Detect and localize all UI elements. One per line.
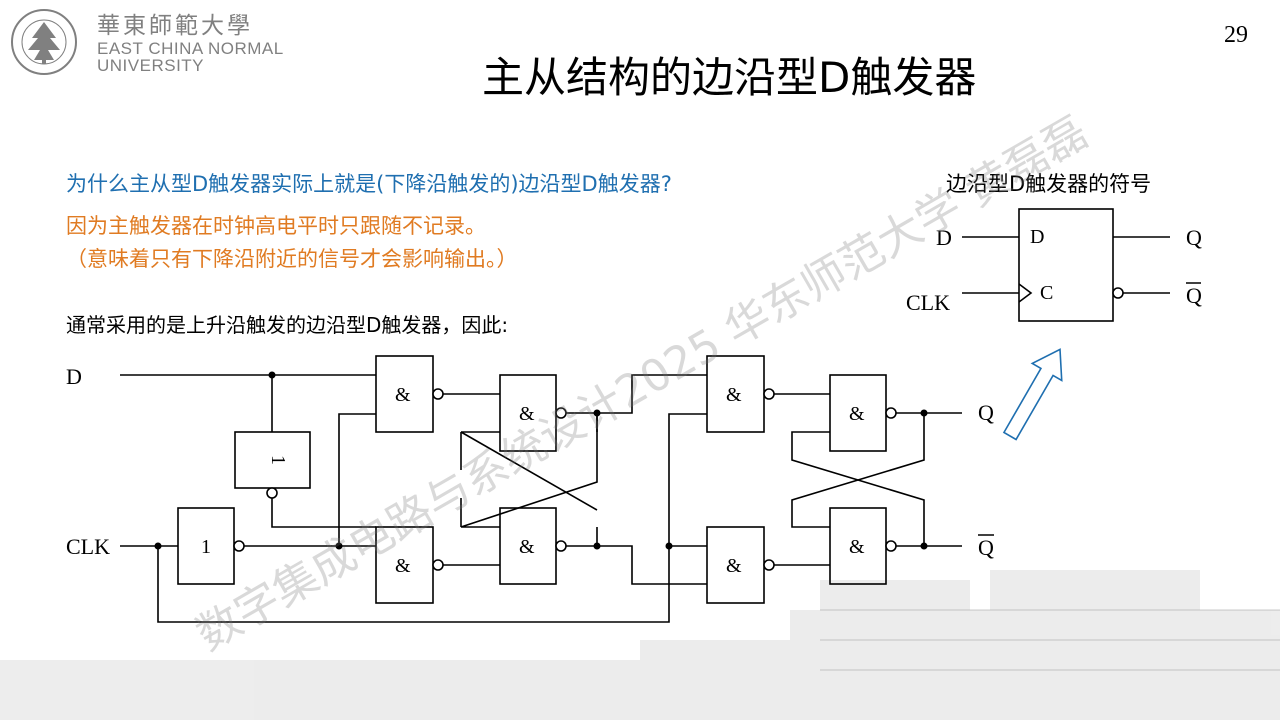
symbol-pin-d-label: D <box>1030 226 1044 248</box>
gate-label: & <box>726 384 742 406</box>
university-logo <box>8 6 298 78</box>
answer-text-line1: 因为主触发器在时钟高电平时只跟随不记录。 <box>66 214 486 238</box>
inverter-label: 1 <box>267 455 289 465</box>
circuit-output-q-label: Q <box>978 400 994 425</box>
question-text: 为什么主从型D触发器实际上就是(下降沿触发的)边沿型D触发器? <box>66 172 672 196</box>
dff-symbol-box <box>1018 208 1114 322</box>
symbol-pin-c-label: C <box>1040 282 1053 304</box>
logo-chinese-name: 華東師範大學 <box>97 13 253 39</box>
gate-label: & <box>395 555 411 577</box>
inverter-label: 1 <box>201 536 211 558</box>
gate-label: & <box>395 384 411 406</box>
symbol-input-d-label: D <box>936 225 952 250</box>
symbol-caption: 边沿型D触发器的符号 <box>946 172 1152 196</box>
symbol-output-q-label: Q <box>1186 225 1202 250</box>
circuit-input-clk-label: CLK <box>66 534 110 559</box>
university-emblem-icon <box>11 9 77 75</box>
circuit-output-qbar-label: Q <box>978 535 994 560</box>
gate-label: & <box>519 536 535 558</box>
up-right-arrow-icon <box>1002 348 1063 441</box>
page-number: 29 <box>1224 22 1248 48</box>
gate-label: & <box>849 403 865 425</box>
gate-label: & <box>519 403 535 425</box>
gate-labels: & & & & & & & & 1 1 <box>201 384 865 577</box>
symbol-output-qbar-label: Q <box>1186 283 1202 308</box>
gate-label: & <box>849 536 865 558</box>
circuit-input-d-label: D <box>66 364 82 389</box>
slide-title: 主从结构的边沿型D触发器 <box>482 53 977 102</box>
gate-label: & <box>726 555 742 577</box>
note-text: 通常采用的是上升沿触发的边沿型D触发器，因此: <box>66 313 509 337</box>
logo-english-name-line1: EAST CHINA NORMAL <box>97 39 284 58</box>
symbol-input-clk-label: CLK <box>906 290 950 315</box>
campus-background <box>0 570 1280 720</box>
answer-text-line2: （意味着只有下降沿附近的信号才会影响输出。） <box>66 247 518 271</box>
logo-english-name-line2: UNIVERSITY <box>97 56 205 75</box>
